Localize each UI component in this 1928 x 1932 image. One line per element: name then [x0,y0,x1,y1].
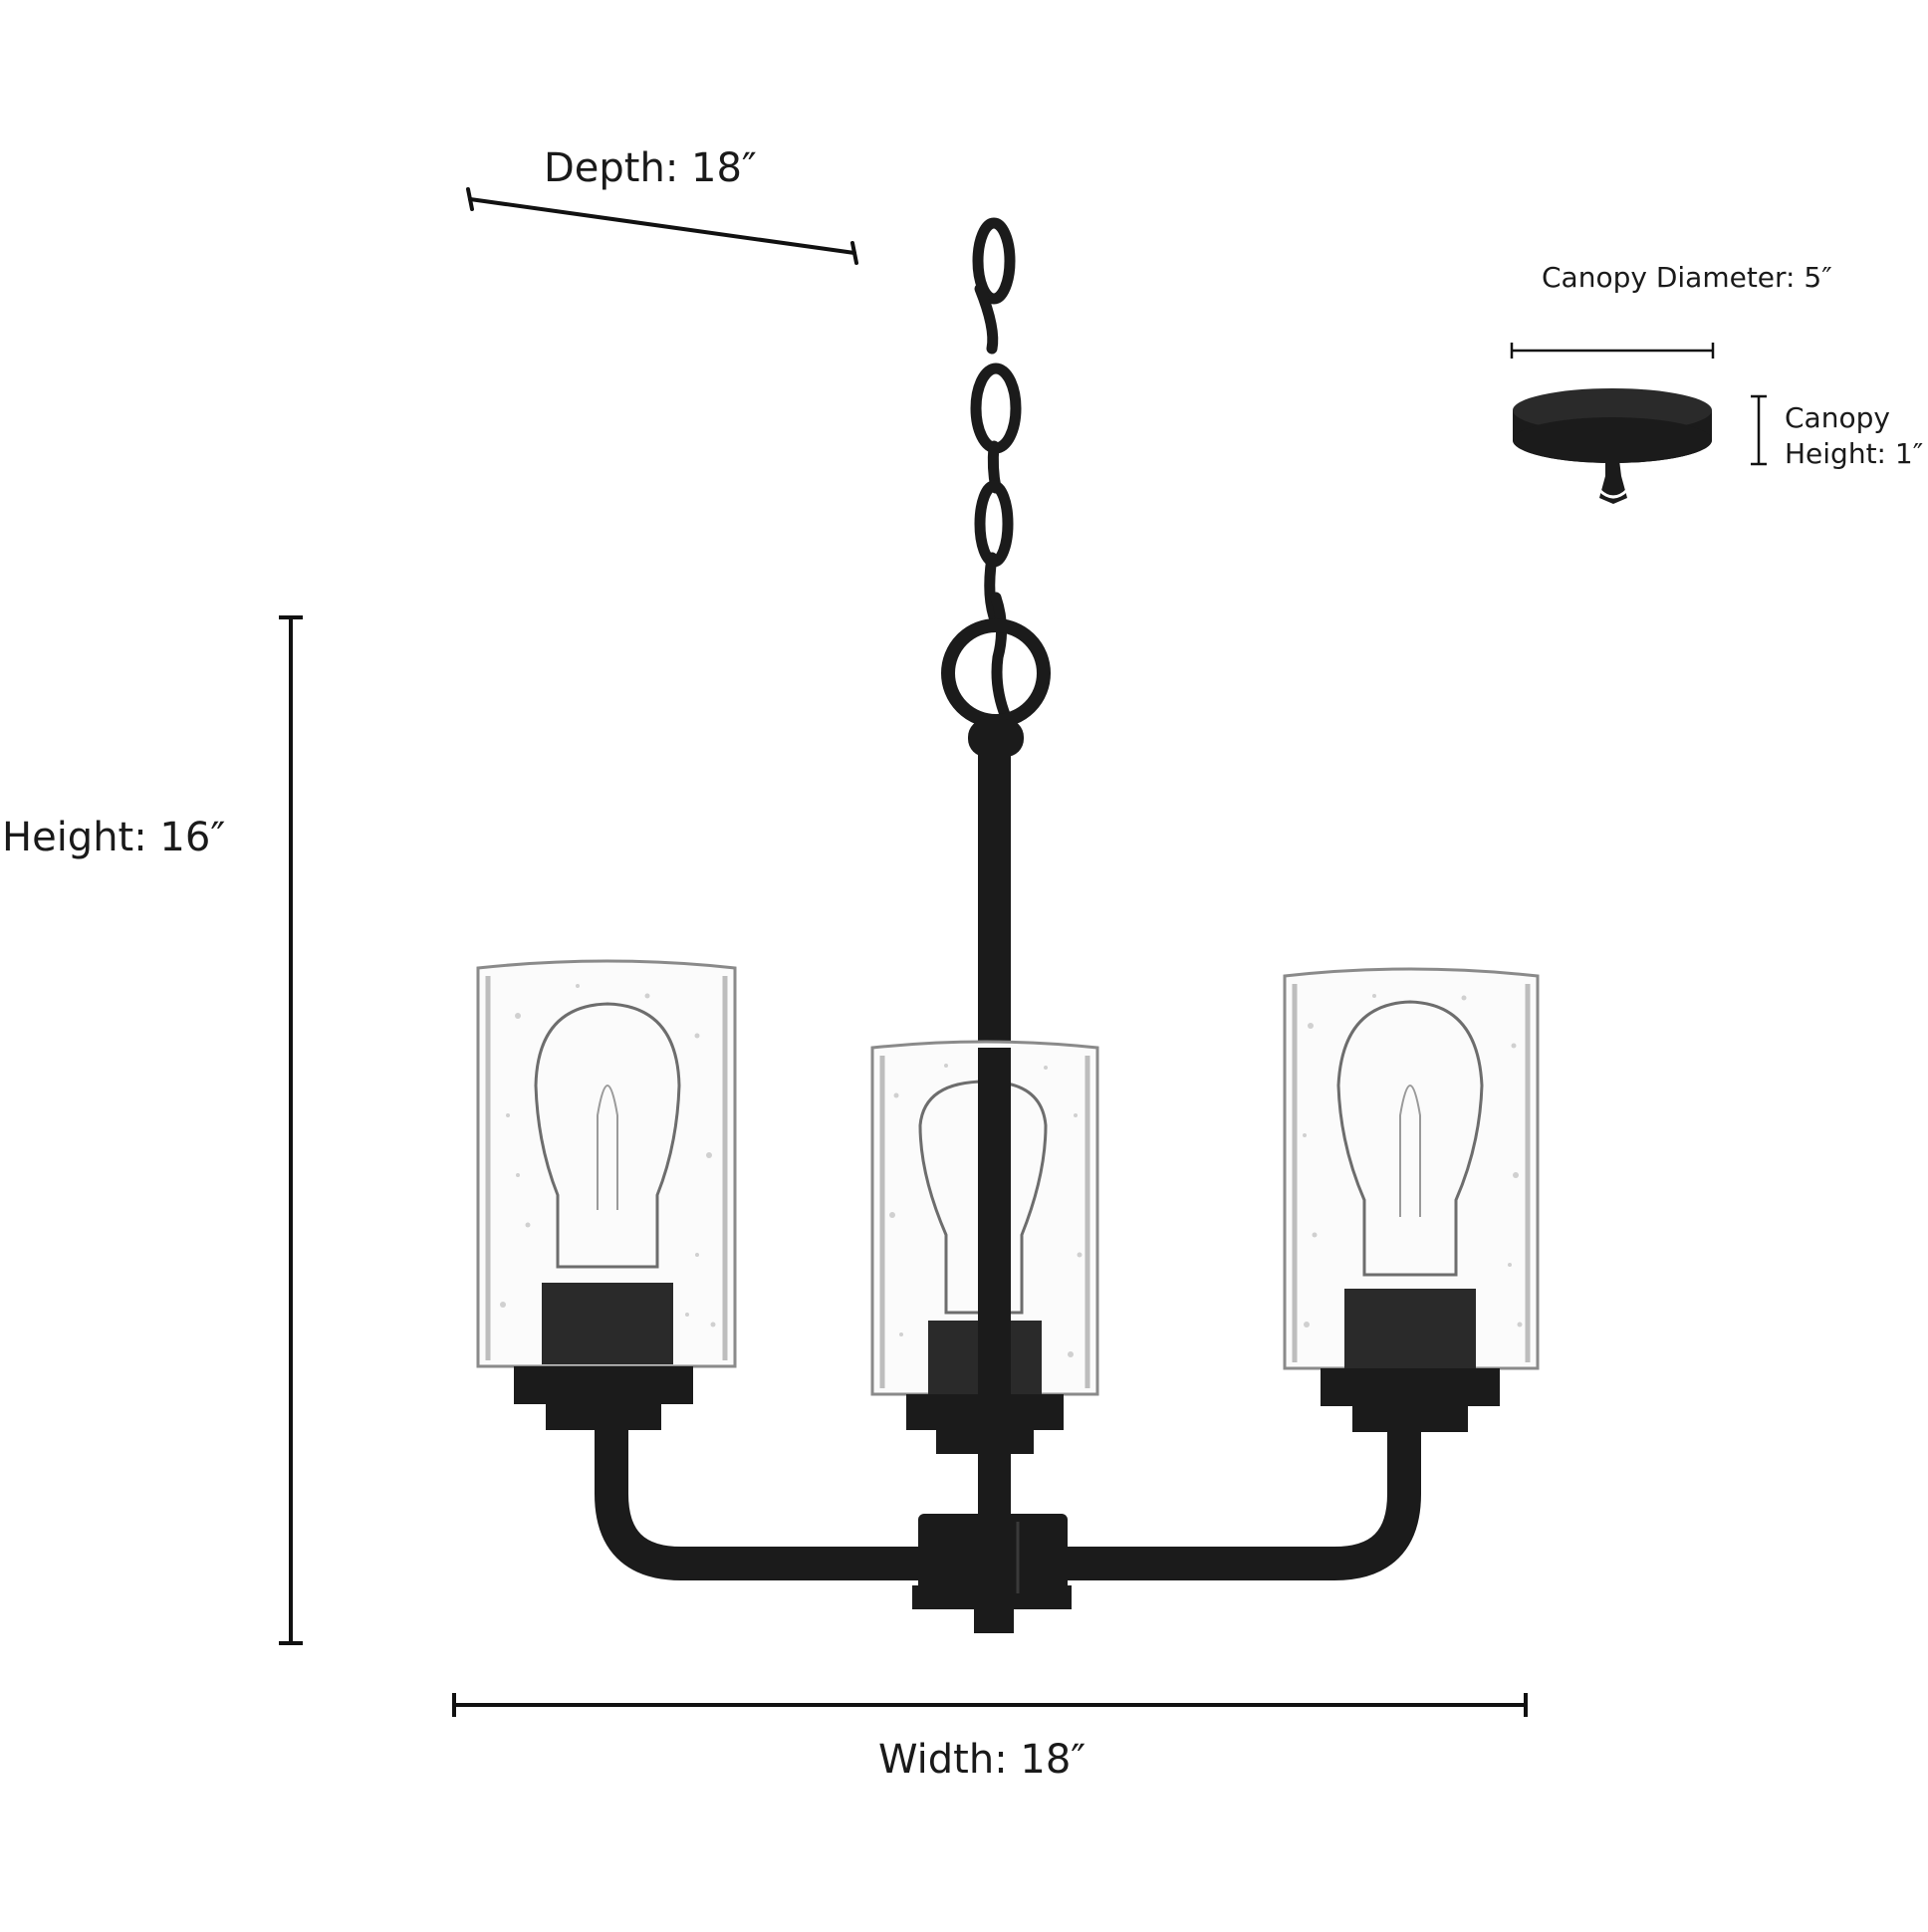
width-dimension-line [452,1693,1528,1717]
canopy-diameter-line [1510,343,1715,359]
width-label: Width: 18″ [878,1737,1086,1783]
middle-shade [870,1040,1099,1456]
right-shade [1283,967,1540,1432]
height-dimension-line [279,615,303,1645]
arms [595,1424,1421,1580]
depth-label: Depth: 18″ [544,145,757,191]
canopy-height-line [1751,394,1767,466]
depth-dimension-line [466,187,858,265]
chain-ring [941,618,1051,757]
canopy-height-label-line1: Canopy [1785,401,1890,434]
canopy-diameter-label: Canopy Diameter: 5″ [1542,261,1832,294]
left-shade [476,959,737,1430]
height-label: Height: 16″ [2,815,226,860]
canopy-height-label: Canopy Height: 1″ [1785,400,1923,472]
center-hub [912,1514,1072,1633]
canopy-height-label-line2: Height: 1″ [1785,437,1924,470]
chain [970,217,1022,723]
canopy [1513,388,1712,504]
